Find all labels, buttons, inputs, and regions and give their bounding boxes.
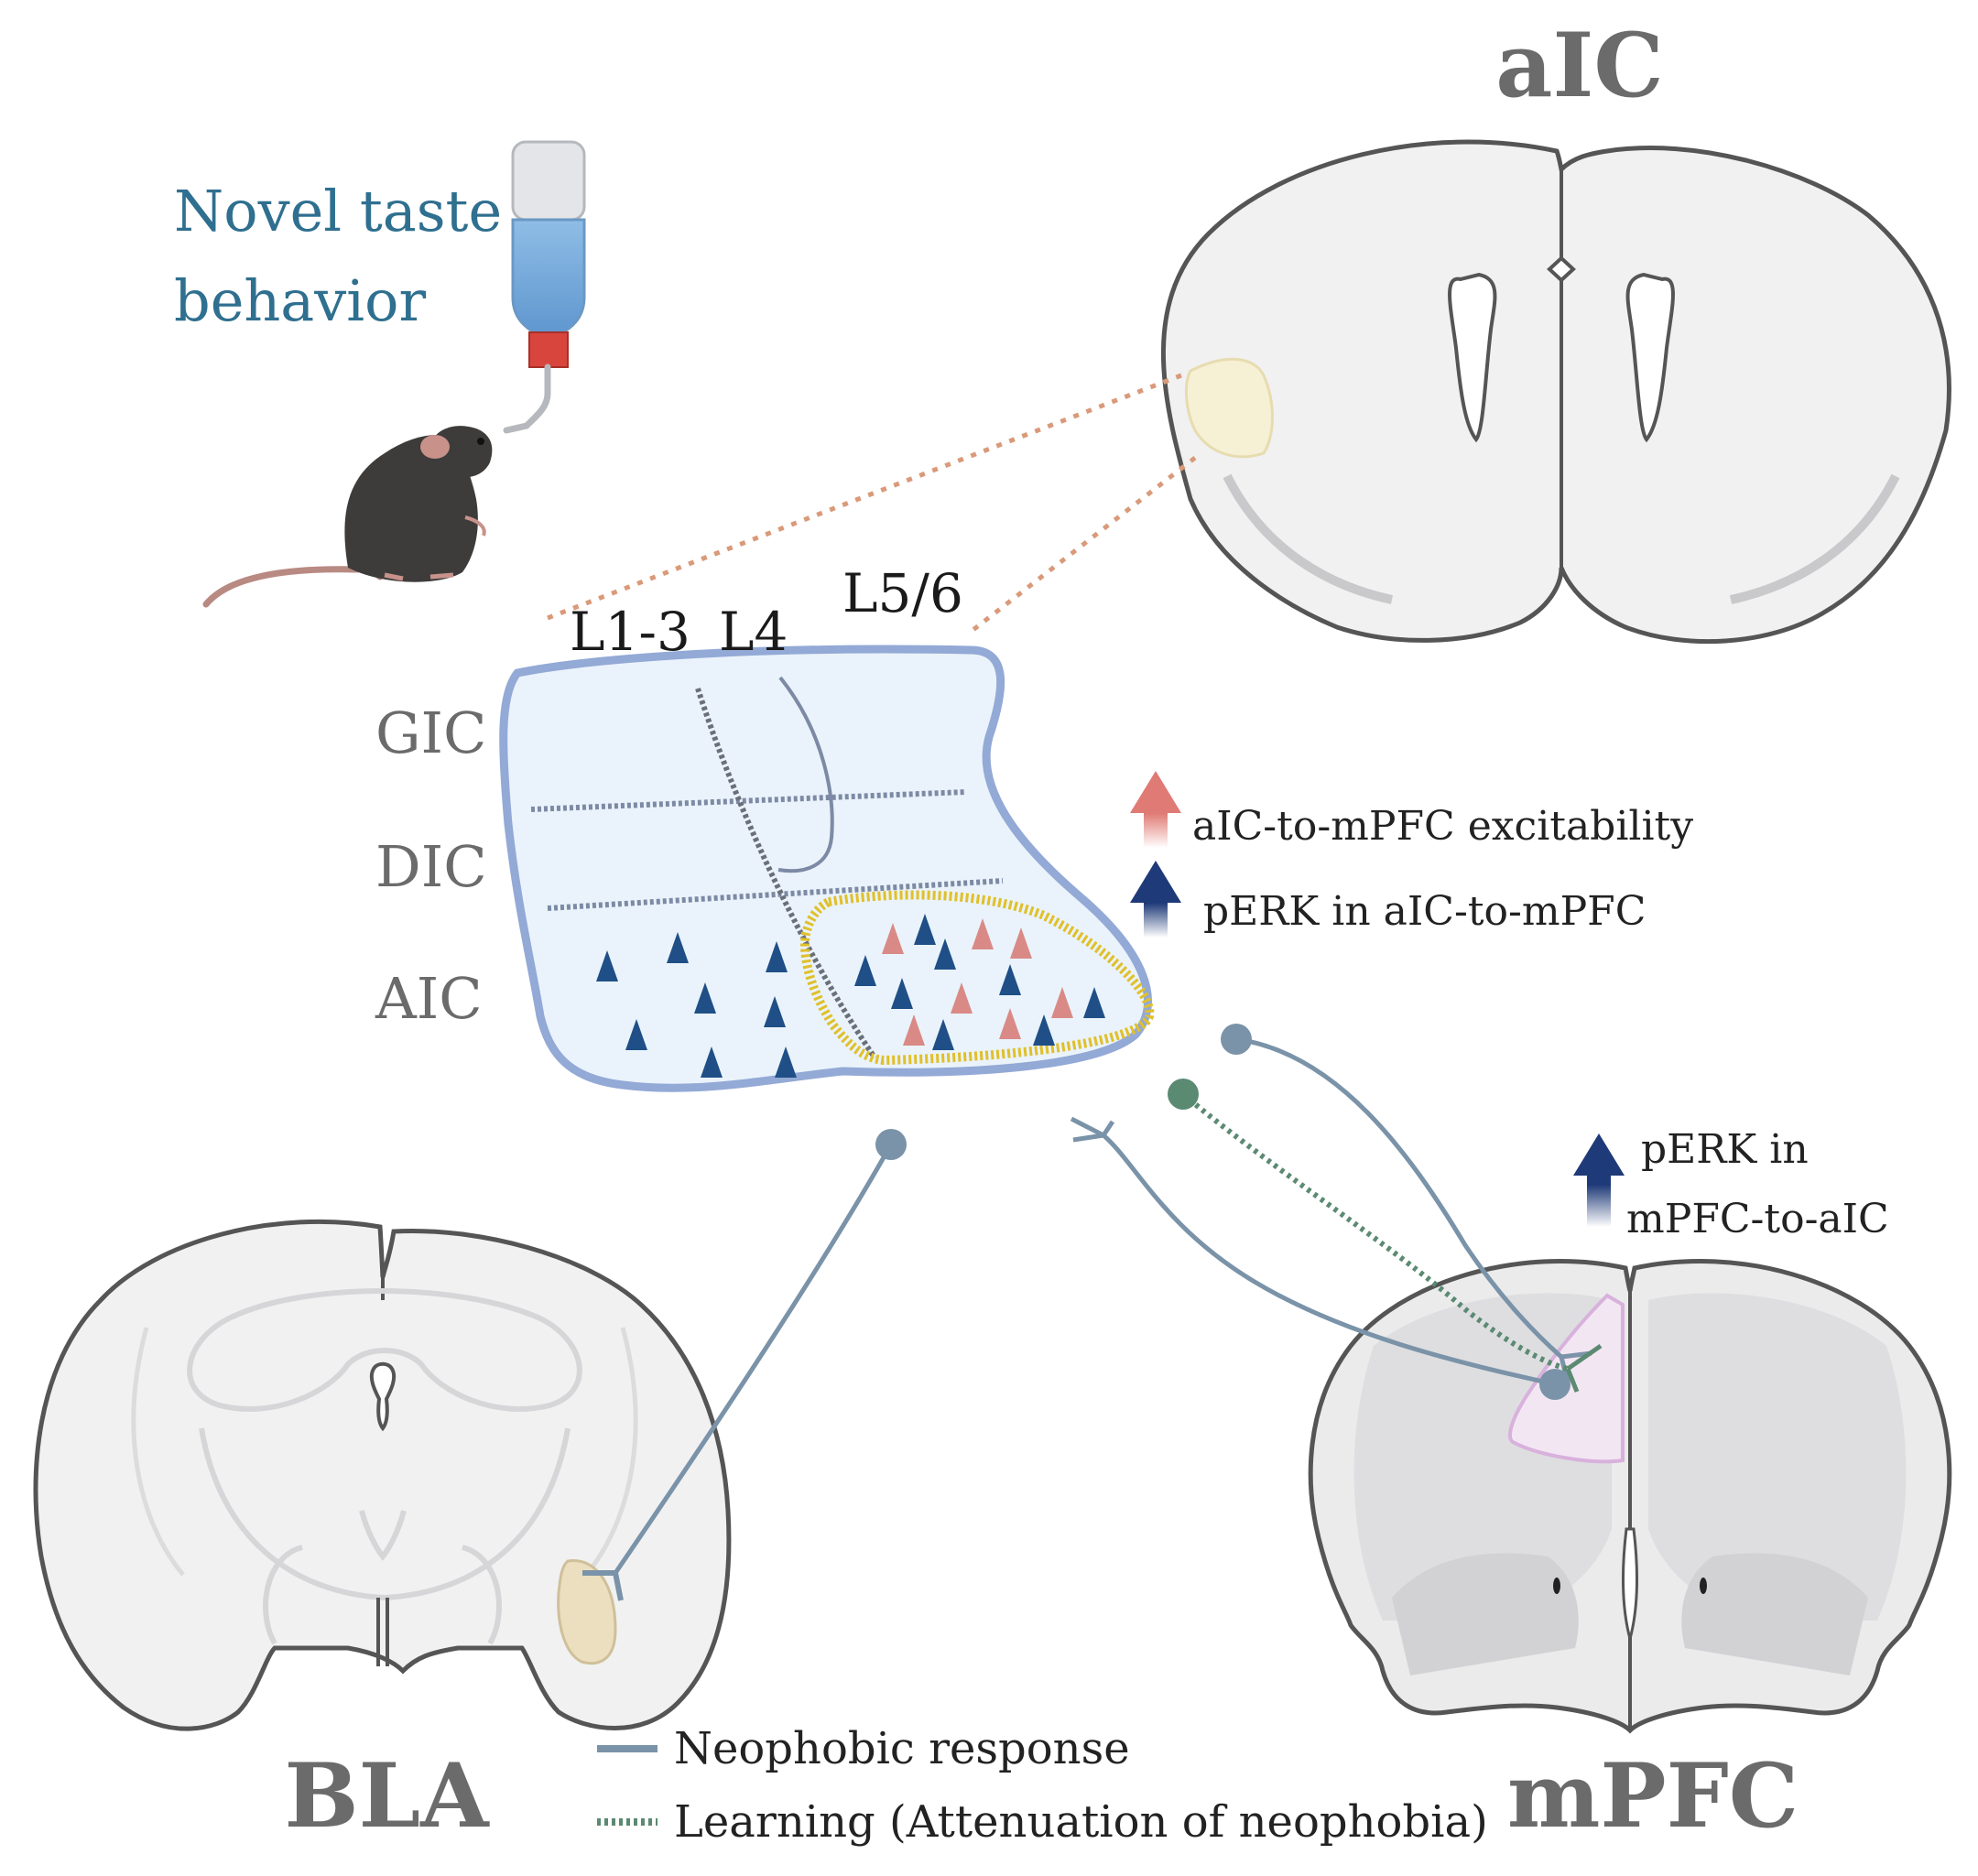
neuron-markers	[596, 914, 1105, 1078]
excitability-increase-arrow-up-icon	[1130, 771, 1181, 848]
excitability-label: aIC-to-mPFC excitability	[1192, 803, 1693, 850]
water-bottle-icon	[503, 140, 586, 434]
neuron-marker-pink	[951, 982, 973, 1014]
neuron-marker-pink	[903, 1014, 925, 1046]
neuron-marker-dark	[854, 955, 876, 986]
subregion-label-gic: GIC	[375, 699, 486, 766]
neuron-marker-dark	[891, 978, 913, 1009]
behavior-label-line1: Novel taste	[174, 178, 502, 244]
neuron-marker-pink	[1051, 987, 1073, 1018]
mpfc-brain-section	[1308, 1259, 1952, 1734]
neuron-marker-pink	[972, 918, 994, 949]
neuron-marker-pink	[1010, 927, 1032, 959]
pathway-learning	[1168, 1079, 1603, 1393]
subregion-label-aic: AIC	[375, 965, 483, 1032]
mpfc-title: mPFC	[1507, 1744, 1799, 1848]
zoom-connector-lines	[547, 373, 1197, 634]
perk-mpfc-label-line1: pERK in	[1641, 1126, 1809, 1173]
subregion-label-dic: DIC	[375, 833, 487, 900]
perk-aic-label: pERK in aIC-to-mPFC	[1203, 888, 1646, 935]
neuron-marker-dark	[667, 932, 689, 963]
bla-title: BLA	[284, 1744, 490, 1848]
perk-mpfc-increase-arrow-up-icon	[1573, 1133, 1625, 1227]
insula-inset	[499, 645, 1155, 1092]
legend-label-neophobic: Neophobic response	[674, 1723, 1130, 1774]
neuron-marker-dark	[694, 982, 716, 1014]
aic-brain-section	[1160, 139, 1951, 645]
neuron-marker-dark	[701, 1046, 723, 1078]
neuron-marker-dark	[934, 938, 956, 970]
neuron-marker-dark	[999, 964, 1021, 995]
neuron-marker-dark	[932, 1019, 954, 1050]
neuron-marker-dark	[1083, 987, 1105, 1018]
neuron-marker-pink	[882, 923, 904, 954]
layer-label-l5-6: L5/6	[842, 562, 963, 624]
pathway-mpfc-to-aic	[1070, 1116, 1570, 1400]
neuron-marker-dark	[914, 914, 936, 945]
neuron-marker-dark	[1033, 1014, 1055, 1046]
mouse-icon	[202, 426, 493, 608]
bla-brain-section	[33, 1219, 732, 1731]
perk-aic-increase-arrow-up-icon	[1130, 861, 1181, 938]
legend-label-learning: Learning (Attenuation of neophobia)	[674, 1796, 1488, 1848]
layer-label-l4: L4	[719, 601, 788, 663]
neuron-marker-dark	[625, 1019, 647, 1050]
behavior-label-line2: behavior	[174, 267, 426, 334]
neuron-marker-pink	[999, 1008, 1021, 1039]
neuron-marker-dark	[766, 941, 788, 972]
pathway-insula-to-bla	[582, 1129, 907, 1601]
aic-title: aIC	[1495, 14, 1664, 117]
legend: Neophobic response Learning (Attenuation…	[597, 1723, 1488, 1848]
neuron-marker-dark	[764, 996, 786, 1027]
perk-mpfc-label-line2: mPFC-to-aIC	[1626, 1196, 1889, 1242]
neuron-marker-dark	[596, 950, 618, 981]
layer-label-l1-3: L1-3	[570, 601, 690, 663]
neuron-marker-dark	[775, 1046, 797, 1078]
